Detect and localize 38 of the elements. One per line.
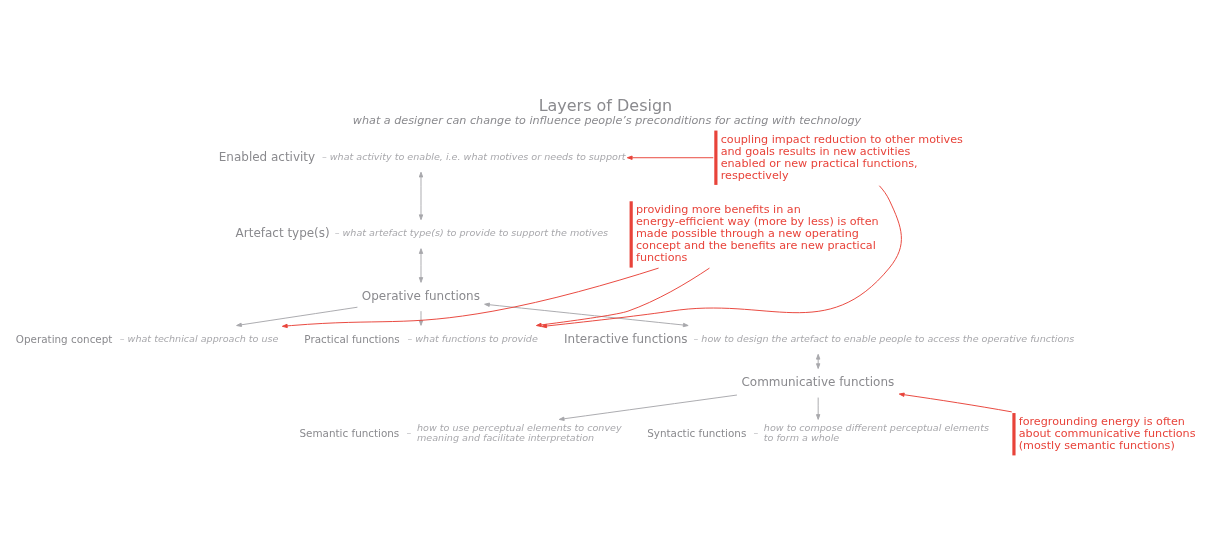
- arrow: [418, 171, 424, 220]
- node-text: Operative functions: [361, 288, 480, 303]
- arrow: [281, 267, 660, 328]
- node-box: [629, 200, 633, 268]
- arrow: [626, 155, 714, 160]
- node-text: Practical functions: [304, 332, 400, 345]
- node-label: – what functions to provide: [407, 332, 538, 344]
- node-text: Operating concept: [15, 332, 113, 345]
- arrow: [541, 184, 902, 328]
- node-label: how to compose different perceptual elements to form a whole: [763, 421, 989, 443]
- arrow: [558, 394, 738, 421]
- arrow: [898, 392, 1013, 412]
- node-text: Communicative functions: [741, 374, 895, 389]
- arrow: [418, 310, 424, 326]
- node-label: how to use perceptual elements to convey meaning and facilitate interpretation: [417, 421, 622, 443]
- node-label: foregrounding energy is often about communicative functions (mostly semantic functions): [1018, 414, 1196, 452]
- caption: what a designer can change to influence people’s preconditions for acting with technology: [352, 113, 862, 127]
- node-box: [1012, 412, 1016, 455]
- node-box: [714, 130, 718, 185]
- arrow: [484, 302, 689, 327]
- node-label: – how to design the artefact to enable people to access the operative functions: [693, 332, 1075, 344]
- arrow: [816, 396, 821, 420]
- diagram-title: Layers of Design: [538, 95, 673, 115]
- node-text: Artefact type(s): [235, 225, 330, 240]
- node-text: Semantic functions: [299, 426, 400, 439]
- arrow: [236, 306, 358, 327]
- node-text: Syntactic functions: [647, 426, 747, 439]
- arrow: [535, 267, 710, 327]
- node-text: Interactive functions: [564, 331, 688, 346]
- node-label: coupling impact reduction to other motives and goals results in new activities enabled or new practical functions, respectively: [720, 132, 963, 182]
- node-label: – what technical approach to use: [119, 332, 279, 344]
- arrow: [418, 247, 424, 283]
- node-label: –: [406, 426, 412, 438]
- node-label: – what activity to enable, i.e. what motives or needs to support: [321, 150, 626, 162]
- node-label: – what artefact type(s) to provide to support the motives: [334, 226, 609, 238]
- node-text: Enabled activity: [218, 149, 316, 164]
- node-label: –: [753, 426, 759, 438]
- node-label: providing more benefits in an energy-efficient way (more by less) is often made possible through a new operating concept and the benefits are new practical functions: [635, 202, 879, 264]
